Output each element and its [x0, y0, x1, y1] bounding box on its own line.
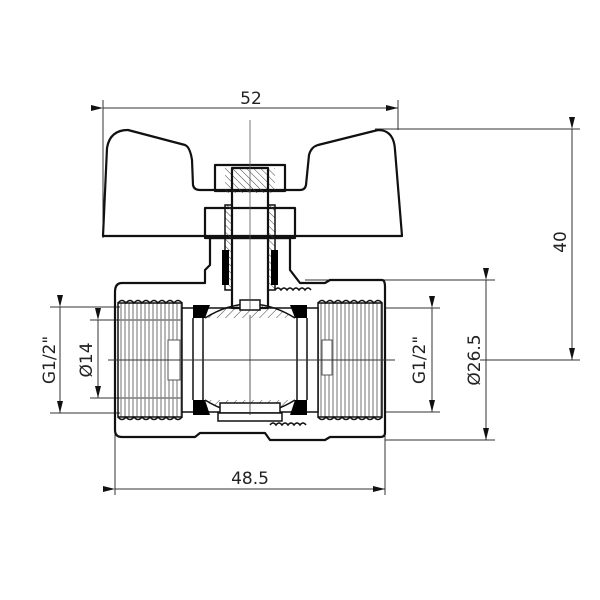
center-line — [108, 315, 395, 415]
dimension-right-thread: G1/2" — [385, 296, 440, 413]
dim-label-od: Ø26.5 — [465, 334, 485, 385]
dim-label-right-thread: G1/2" — [410, 336, 430, 384]
dim-label-bore: Ø14 — [77, 342, 97, 377]
dim-label-left-thread: G1/2" — [40, 336, 60, 384]
dim-label-52: 52 — [240, 89, 262, 109]
dim-label-48-5: 48.5 — [231, 469, 269, 489]
dimension-total-height: 40 — [375, 117, 580, 361]
dimension-body-length: 48.5 — [103, 430, 386, 495]
dimension-left-thread: G1/2" — [40, 295, 120, 414]
stem — [222, 120, 278, 311]
dimension-handle-width: 52 — [91, 89, 399, 238]
dim-label-40: 40 — [551, 231, 571, 253]
